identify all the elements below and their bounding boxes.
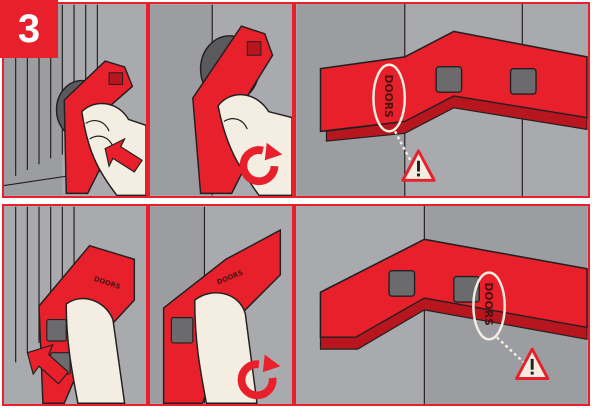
doors-label-outside: DOORS — [482, 282, 495, 325]
doors-label: DOORS — [382, 75, 395, 118]
illustration-rotate-outside-corner: DOORS — [150, 206, 292, 404]
panel-push-outside-corner: DOORS — [2, 204, 148, 406]
panel-rotate-outside-corner: DOORS — [148, 204, 294, 406]
illustration-doors-outside-closeup: DOORS — [296, 206, 588, 404]
step-number-badge: 3 — [0, 0, 58, 58]
panel-doors-label-outside-closeup: DOORS — [294, 204, 590, 406]
illustration-push-outside-corner: DOORS — [4, 206, 146, 404]
illustration-rotate-tool — [150, 4, 292, 196]
panel-rotate-tool — [148, 2, 294, 198]
illustration-doors-closeup: DOORS — [296, 4, 588, 196]
panel-doors-label-closeup: DOORS — [294, 2, 590, 198]
